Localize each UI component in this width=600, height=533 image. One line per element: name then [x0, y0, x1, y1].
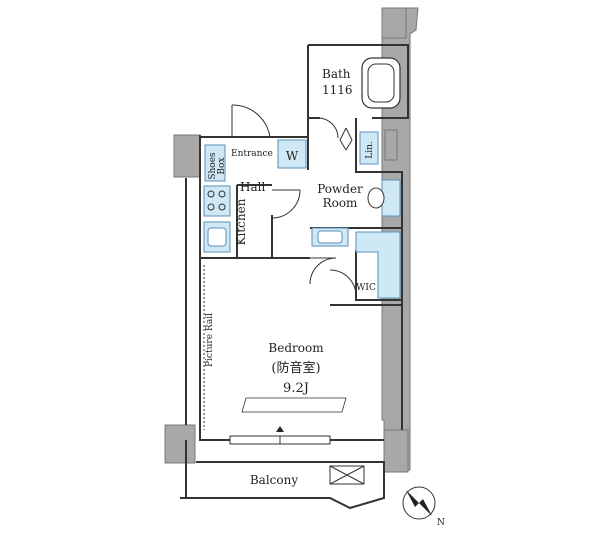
kitchen-label: Kitchen — [234, 198, 248, 245]
bath-label: Bath — [322, 67, 351, 81]
bedroom-label: Bedroom — [268, 341, 324, 355]
box-label: Box — [217, 157, 227, 174]
fixtures — [203, 57, 401, 485]
doors — [229, 104, 357, 445]
north-label: N — [437, 518, 445, 528]
compass-needle-icon — [406, 490, 419, 507]
linen-label: Lin. — [365, 141, 375, 159]
powder-room-label-1: Powder — [317, 182, 363, 196]
bedroom-note: (防音室) — [271, 360, 320, 376]
labels: Bath 1116 Entrance Shoes Box W Lin. Hall… — [205, 67, 376, 487]
balcony-label: Balcony — [250, 473, 298, 487]
entrance-label: Entrance — [231, 149, 273, 159]
powder-room-label-2: Room — [323, 196, 358, 210]
bedroom-size: 9.2J — [283, 381, 309, 396]
bath-size: 1116 — [322, 83, 353, 97]
picture-rail-label: Picture Rail — [205, 313, 215, 367]
shoes-label: Shoes — [208, 152, 218, 180]
hall-label: Hall — [240, 180, 265, 194]
wic-label: WIC — [356, 283, 376, 293]
washer-label: W — [286, 149, 299, 163]
compass: N — [402, 486, 445, 528]
compass-ring — [402, 486, 436, 520]
